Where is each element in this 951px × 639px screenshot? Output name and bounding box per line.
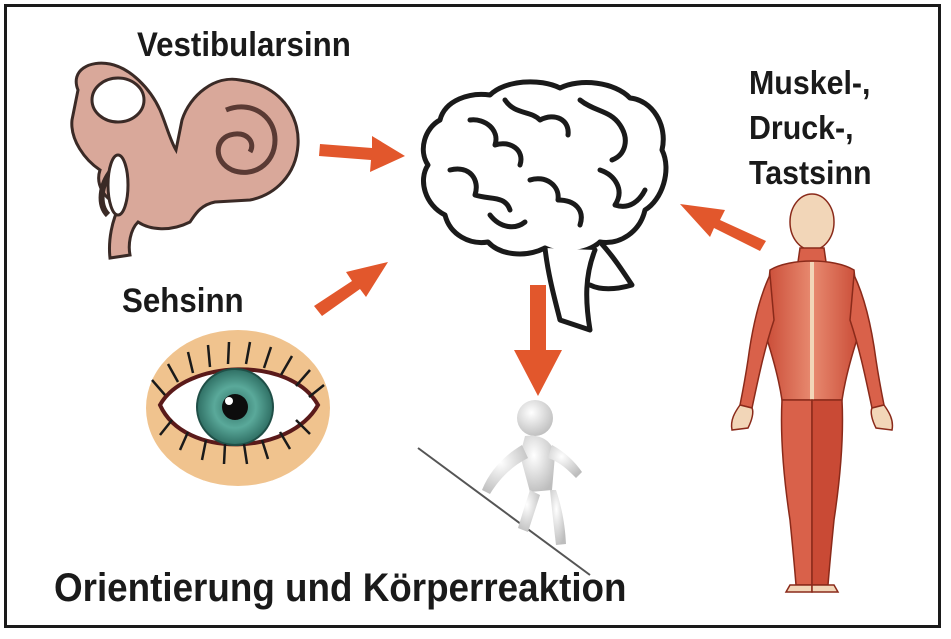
muscle-sense-line-2: Druck-, — [749, 109, 854, 146]
muscle-sense-label: Muskel-, Druck-, Tastsinn — [749, 60, 872, 195]
muscle-body-icon — [730, 193, 894, 593]
tightrope-figure-icon — [417, 400, 591, 576]
arrow-body-to-brain — [680, 204, 766, 251]
arrow-brain-to-figure — [514, 285, 562, 396]
eye-icon — [146, 330, 330, 486]
vestibular-label: Vestibularsinn — [137, 26, 351, 64]
sight-label: Sehsinn — [122, 282, 244, 320]
arrow-ear-to-brain — [319, 136, 405, 172]
arrow-eye-to-brain — [314, 262, 388, 316]
diagram-caption: Orientierung und Körperreaktion — [54, 566, 627, 610]
muscle-sense-line-1: Muskel-, — [749, 64, 871, 101]
inner-ear-icon — [70, 61, 300, 260]
muscle-sense-line-3: Tastsinn — [749, 154, 872, 191]
brain-icon — [420, 79, 669, 333]
